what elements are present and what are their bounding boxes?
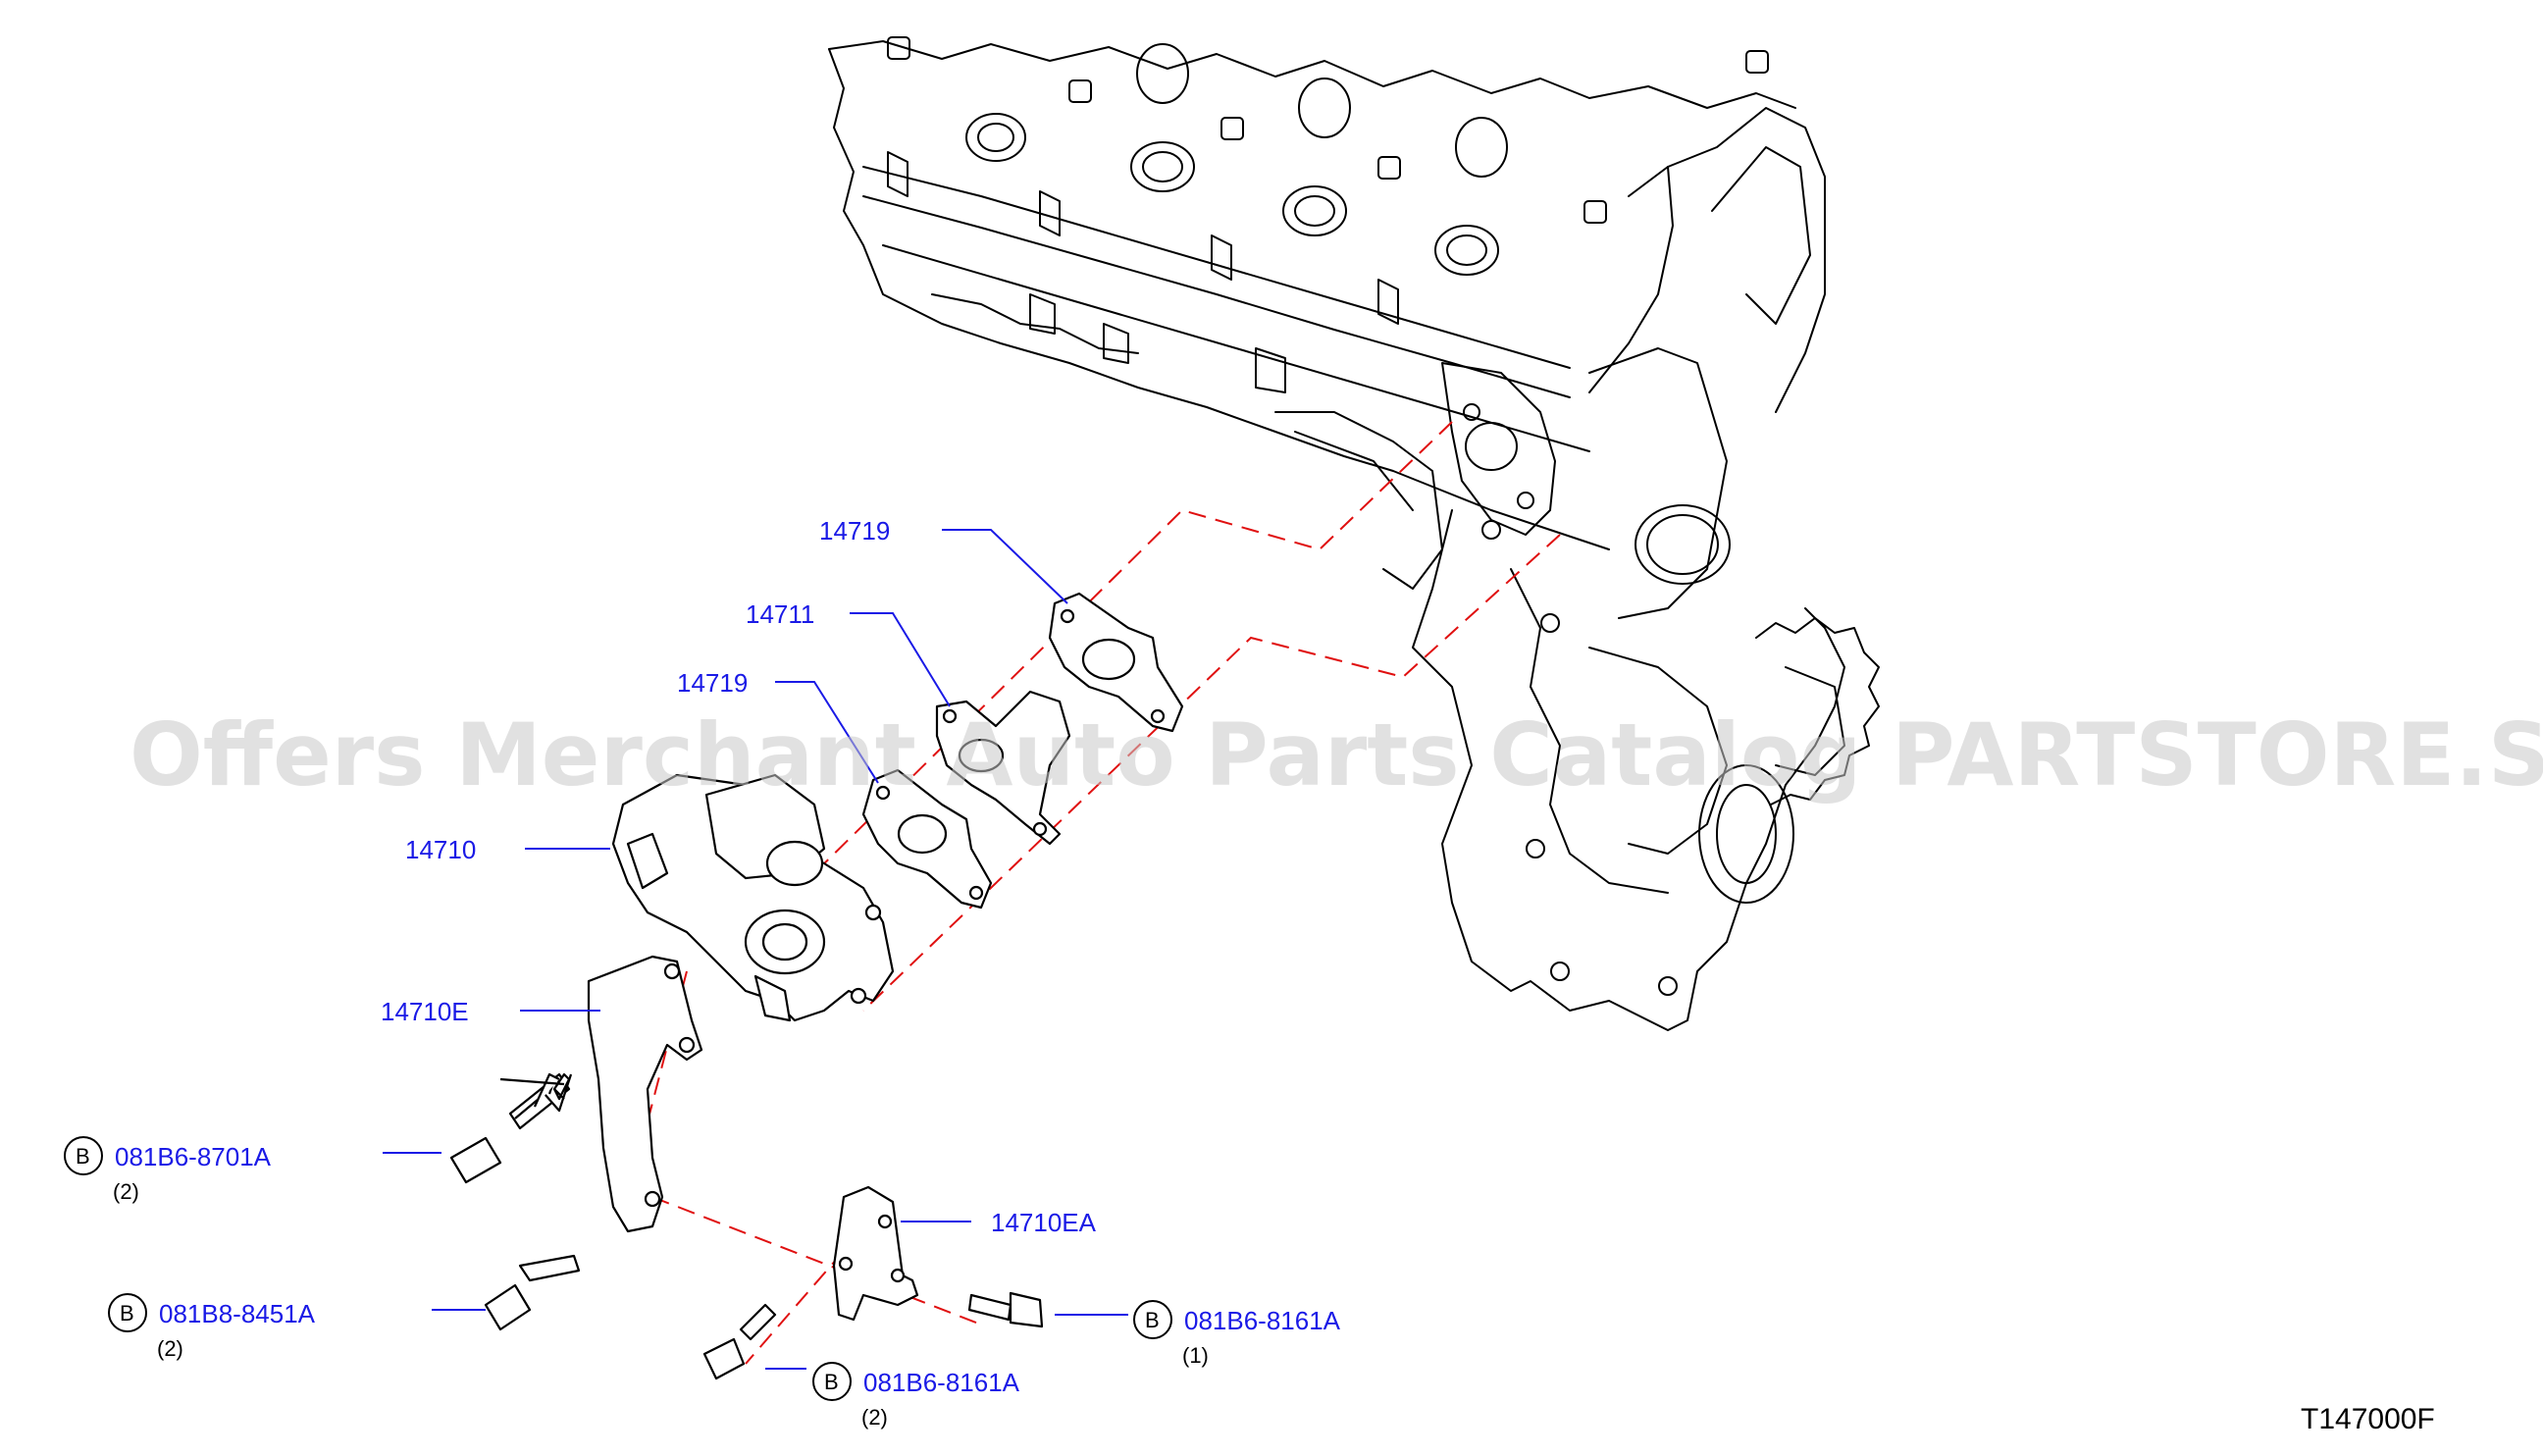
b-badge-f2-text: B: [120, 1301, 134, 1326]
bolt-081B6-8701A[interactable]: [449, 1072, 573, 1184]
b-badge-f4: [1133, 1300, 1172, 1339]
bolt-081B6-8161A-b[interactable]: [967, 1291, 1044, 1328]
leader-lines: [383, 529, 1128, 1370]
part-labels: 14719 14711 14719 14710 14710E 14710EA: [381, 516, 1097, 1237]
gasket-14719-lower[interactable]: [861, 768, 993, 910]
part-label-14719-upper[interactable]: 14719: [819, 516, 890, 546]
fastener-label-081B6-8701A[interactable]: 081B6-8701A: [115, 1142, 272, 1171]
b-badge-f1: [64, 1136, 103, 1175]
part-label-14710EA[interactable]: 14710EA: [991, 1208, 1097, 1237]
engine-block-illustration: [828, 36, 1880, 1031]
fastener-qty-f2: (2): [157, 1336, 183, 1361]
b-badge-f4-text: B: [1145, 1308, 1160, 1332]
gasket-14719-upper[interactable]: [1048, 592, 1184, 733]
b-badge-f3-text: B: [824, 1370, 839, 1394]
b-badge-f2: [108, 1293, 147, 1332]
part-label-14711[interactable]: 14711: [746, 599, 814, 629]
b-badge-f3: [812, 1362, 852, 1401]
fastener-qty-f4: (1): [1182, 1343, 1209, 1368]
part-label-14710E[interactable]: 14710E: [381, 997, 469, 1026]
bracket-14710EA[interactable]: [832, 1185, 919, 1322]
egr-valve-14710[interactable]: [611, 773, 895, 1022]
fastener-label-081B6-8161A-b[interactable]: 081B6-8161A: [1184, 1306, 1341, 1335]
egr-pipe-14711[interactable]: [935, 690, 1071, 846]
b-badge-f1-text: B: [76, 1144, 90, 1169]
fastener-label-081B8-8451A[interactable]: 081B8-8451A: [159, 1299, 316, 1328]
bolt-081B6-8161A-a[interactable]: [702, 1303, 777, 1380]
part-label-14719-lower[interactable]: 14719: [677, 668, 748, 698]
diagram-reference-code: T147000F: [2301, 1403, 2435, 1435]
fastener-qty-f1: (2): [113, 1179, 139, 1204]
bolt-081B8-8451A[interactable]: [484, 1254, 581, 1331]
fastener-labels: B 081B6-8701A (2) B 081B8-8451A (2) B 08…: [64, 1136, 1341, 1430]
fastener-qty-f3: (2): [861, 1405, 888, 1430]
fastener-label-081B6-8161A-a[interactable]: 081B6-8161A: [863, 1368, 1020, 1397]
watermark-text: Offers Merchant Auto Parts Catalog PARTS…: [130, 704, 2543, 806]
bracket-14710E[interactable]: [587, 955, 703, 1233]
part-label-14710[interactable]: 14710: [405, 835, 476, 864]
